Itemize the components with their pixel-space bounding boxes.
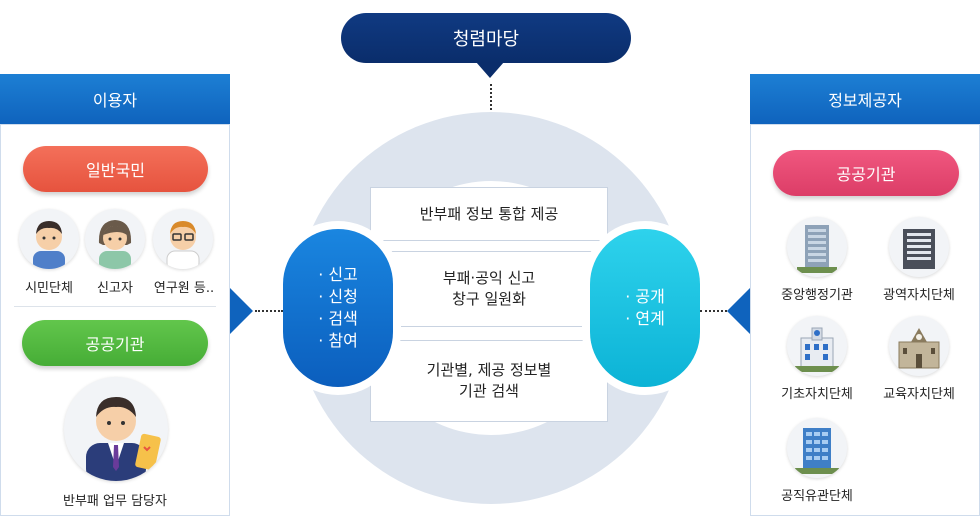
action-participate: · 참여 [318,331,358,350]
officer-avatar-icon [86,397,161,481]
connector-top [490,84,492,110]
school-building-icon [898,328,940,369]
connector-left [255,310,283,312]
feature-3-line2: 기관 검색 [459,382,519,400]
public-agency-pill-right: 공공기관 [773,150,959,196]
feature-2-line1: 부패·공익 신고 [442,269,536,287]
action-report: · 신고 [318,265,358,284]
feature-1-text: 반부패 정보 통합 제공 [419,204,559,223]
local-government-image [787,316,847,376]
city-hall-icon [795,327,839,372]
education-government-image [889,316,949,376]
left-divider [14,306,216,307]
reporter-avatar [85,209,145,269]
glass-building-icon [795,428,839,474]
feature-band-2: 부패·공익 신고 창구 일원화 [370,251,608,327]
central-agency-label: 중앙행정기관 [781,288,853,303]
researcher-label: 연구원 등.. [153,281,215,296]
reporter-label: 신고자 [97,281,133,296]
feature-3-line1: 기관별, 제공 정보별 [426,361,552,379]
feature-band-3: 기관별, 제공 정보별 기관 검색 [370,340,608,422]
education-government-label: 교육자치단체 [883,387,955,402]
metro-government-image [889,217,949,277]
feature-2-line2: 창구 일원화 [452,290,526,308]
researcher-avatar-icon [166,221,200,269]
citizen-group-label: 시민단체 [25,281,73,296]
title-pointer [476,62,504,78]
left-arrow-icon [230,288,253,334]
local-government-label: 기초자치단체 [781,387,853,402]
metro-government-label: 광역자치단체 [883,288,955,303]
researcher-avatar [153,209,213,269]
providers-header: 정보제공자 [750,74,980,124]
provider-actions-oval: · 공개 · 연계 [590,229,700,387]
action-apply: · 신청 [318,287,358,306]
central-agency-image [787,217,847,277]
public-related-org-label: 공직유관단체 [781,489,853,504]
users-header: 이용자 [0,74,230,124]
user-actions-oval: · 신고 · 신청 · 검색 · 참여 [283,229,393,387]
man-avatar-icon [33,221,65,269]
anticorruption-officer-label: 반부패 업무 담당자 [63,494,167,509]
right-arrow-icon [727,288,750,334]
woman-avatar-icon [98,220,132,269]
office-building-icon [903,229,935,269]
citizen-group-avatar [19,209,79,269]
tower-building-icon [797,225,837,273]
anticorruption-officer-avatar [64,377,168,481]
feature-band-1: 반부패 정보 통합 제공 [370,187,608,241]
general-public-pill: 일반국민 [23,146,208,192]
connector-right [700,310,727,312]
action-link: · 연계 [625,309,665,328]
public-related-org-image [787,418,847,478]
action-disclose: · 공개 [625,287,665,306]
public-agency-pill-left: 공공기관 [22,320,208,366]
action-search: · 검색 [318,309,358,328]
platform-title: 청렴마당 [341,13,631,63]
